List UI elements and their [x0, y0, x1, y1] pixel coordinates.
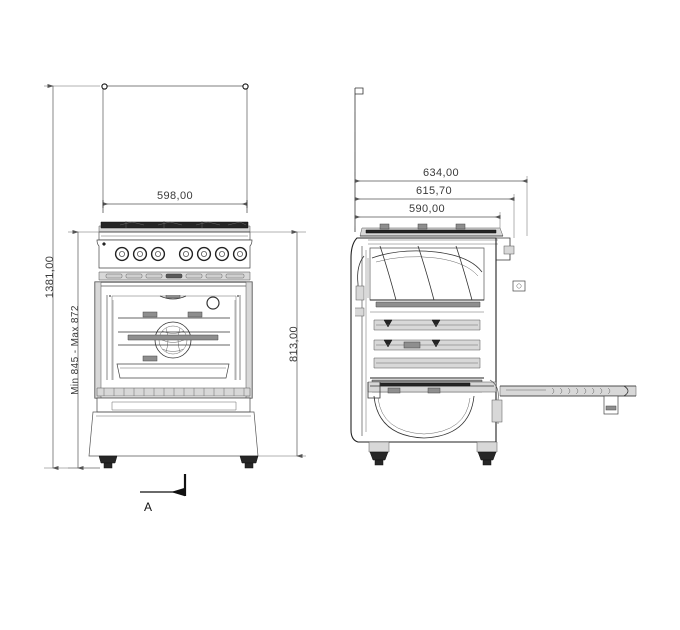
bottom-vent: [103, 388, 245, 396]
foot-base-right: [476, 441, 498, 453]
burner-cap-1: [379, 223, 390, 230]
control-panel: [96, 239, 253, 269]
knob-7[interactable]: [232, 246, 248, 262]
knob-4[interactable]: [178, 246, 194, 262]
dim-label-depth-634: 634,00: [423, 167, 459, 179]
burner-group: [119, 221, 247, 228]
front-view: [88, 83, 259, 469]
shelf-3: [373, 357, 481, 369]
burner-cap-3: [455, 223, 466, 230]
dim-depth-590: 590,00: [354, 203, 501, 228]
dim-label-depth-590: 590,00: [409, 203, 445, 215]
indicator-lamp: [102, 242, 106, 246]
front-feet: [98, 455, 259, 469]
burner-cap-2: [417, 223, 428, 230]
shelf-1: [373, 319, 481, 331]
section-letter-label: A: [144, 500, 152, 514]
rear-panel-detail: [496, 237, 526, 292]
knob-1[interactable]: [114, 246, 130, 262]
knob-5[interactable]: [196, 246, 212, 262]
section-marker-a: A: [140, 474, 187, 514]
dim-depth-615: 615,70: [354, 185, 515, 238]
foot-base-left: [368, 441, 390, 453]
dim-label-total-height: 1381,00: [44, 256, 56, 299]
dim-label-front-width: 598,00: [157, 190, 193, 202]
oven-interior: [106, 295, 241, 380]
door-panel-edge: [491, 399, 503, 423]
dim-depth-634: 634,00: [354, 167, 528, 236]
foot-left: [98, 455, 118, 464]
shelf-runners: [373, 319, 481, 369]
knob-2[interactable]: [132, 246, 148, 262]
dim-body-height-813: 813,00: [250, 229, 306, 459]
side-feet: [368, 441, 498, 466]
oven-cavity: [94, 281, 253, 399]
dim-label-depth-615: 615,70: [416, 185, 452, 197]
dim-total-height-1381: 1381,00: [44, 83, 100, 471]
rear-terminal-block: [503, 245, 515, 255]
front-top-projection: [101, 83, 249, 213]
oven-lamp: [206, 296, 220, 310]
dim-label-worktop-height: Min 845 - Max 872: [70, 305, 81, 395]
dim-label-body-height: 813,00: [288, 326, 300, 362]
oven-door-open[interactable]: [367, 379, 503, 424]
knob-3[interactable]: [150, 246, 166, 262]
dim-worktop-height: Min 845 - Max 872: [68, 229, 100, 471]
control-knobs[interactable]: [114, 246, 248, 262]
oven-door-handle[interactable]: [98, 271, 251, 281]
side-cooktop: [359, 223, 504, 245]
rail-coil-detail: [551, 387, 611, 395]
hinge-point-left: [101, 83, 108, 90]
hinge-point-right: [242, 83, 249, 90]
telescopic-rail[interactable]: [499, 385, 637, 415]
rail-handle[interactable]: [603, 395, 619, 415]
side-dimensions: 634,00 615,70 590,00: [354, 167, 528, 238]
knob-6[interactable]: [214, 246, 230, 262]
dim-width-598: 598,00: [102, 190, 248, 213]
shelf-2: [373, 339, 481, 351]
side-internal: [355, 245, 485, 439]
front-dimensions: 598,00 1381,00 Min 845 - Max 872 813,00: [44, 83, 306, 471]
side-body-outline: [350, 237, 497, 443]
foot-right: [239, 455, 259, 464]
storage-drawer: [88, 397, 259, 457]
side-view: [350, 87, 637, 466]
rear-connector: [512, 280, 526, 292]
